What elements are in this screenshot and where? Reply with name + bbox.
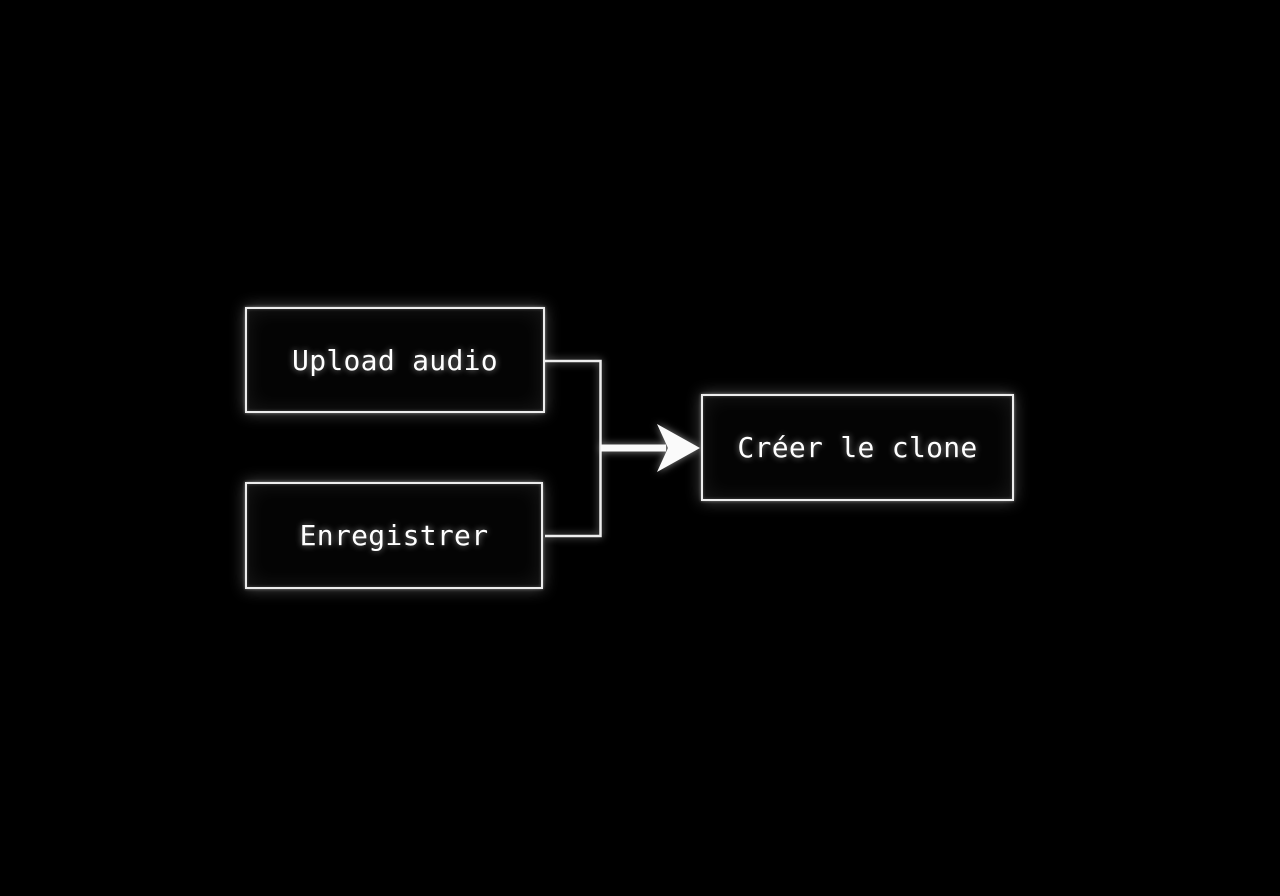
node-enregistrer-label: Enregistrer (299, 519, 489, 552)
node-creer-le-clone-label: Créer le clone (737, 431, 978, 464)
node-creer-le-clone: Créer le clone (701, 394, 1014, 501)
node-upload-audio: Upload audio (245, 307, 545, 413)
arrow-head-icon (657, 424, 700, 472)
node-enregistrer: Enregistrer (245, 482, 543, 589)
merge-bracket-line (545, 359, 602, 538)
node-upload-audio-label: Upload audio (292, 343, 498, 377)
